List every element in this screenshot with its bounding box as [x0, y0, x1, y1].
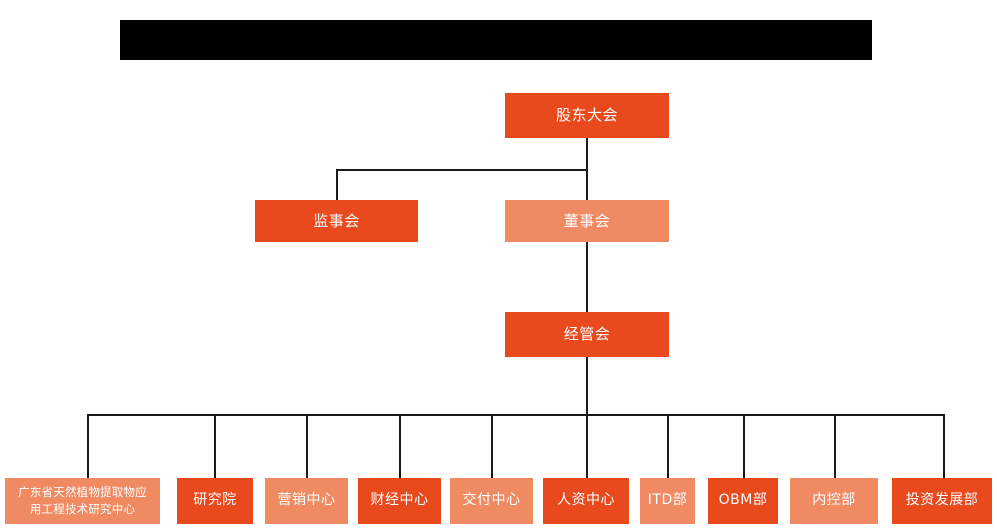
connector-level2-bus: [336, 169, 588, 171]
connector-drop-obm: [743, 414, 745, 478]
connector-drop-research-center: [87, 414, 89, 478]
connector-drop-marketing: [306, 414, 308, 478]
org-node-research-center-line1: 广东省天然植物提取物应: [18, 485, 147, 500]
connector-drop-investment: [943, 414, 945, 478]
org-node-obm-department[interactable]: OBM部: [708, 478, 778, 524]
redacted-title-bar: [120, 20, 872, 60]
org-node-internal-control-department[interactable]: 内控部: [790, 478, 878, 524]
org-node-marketing-center[interactable]: 营销中心: [265, 478, 348, 524]
org-node-investment-development-department[interactable]: 投资发展部: [892, 478, 992, 524]
connector-drop-internal-control: [834, 414, 836, 478]
org-node-hr-center[interactable]: 人资中心: [543, 478, 629, 524]
org-node-board-of-directors[interactable]: 董事会: [505, 200, 669, 242]
connector-drop-itd: [667, 414, 669, 478]
org-node-supervisory-board[interactable]: 监事会: [255, 200, 418, 242]
connector-drop-delivery: [491, 414, 493, 478]
connector-board-to-management: [586, 242, 588, 312]
org-node-institute[interactable]: 研究院: [177, 478, 253, 524]
connector-drop-hr: [586, 414, 588, 478]
org-node-research-center[interactable]: 广东省天然植物提取物应 用工程技术研究中心: [5, 478, 160, 524]
connector-management-stem: [586, 357, 588, 416]
connector-shareholders-stem: [586, 138, 588, 170]
org-node-finance-center[interactable]: 财经中心: [358, 478, 441, 524]
connector-drop-institute: [214, 414, 216, 478]
connector-drop-board: [586, 169, 588, 200]
connector-drop-finance: [399, 414, 401, 478]
org-node-management-committee[interactable]: 经管会: [505, 312, 669, 357]
org-node-research-center-line2: 用工程技术研究中心: [29, 502, 136, 516]
connector-department-bus: [87, 414, 944, 416]
org-node-itd-department[interactable]: ITD部: [640, 478, 695, 524]
connector-drop-supervisory: [336, 169, 338, 200]
org-node-delivery-center[interactable]: 交付中心: [450, 478, 533, 524]
org-node-shareholders[interactable]: 股东大会: [505, 93, 669, 138]
